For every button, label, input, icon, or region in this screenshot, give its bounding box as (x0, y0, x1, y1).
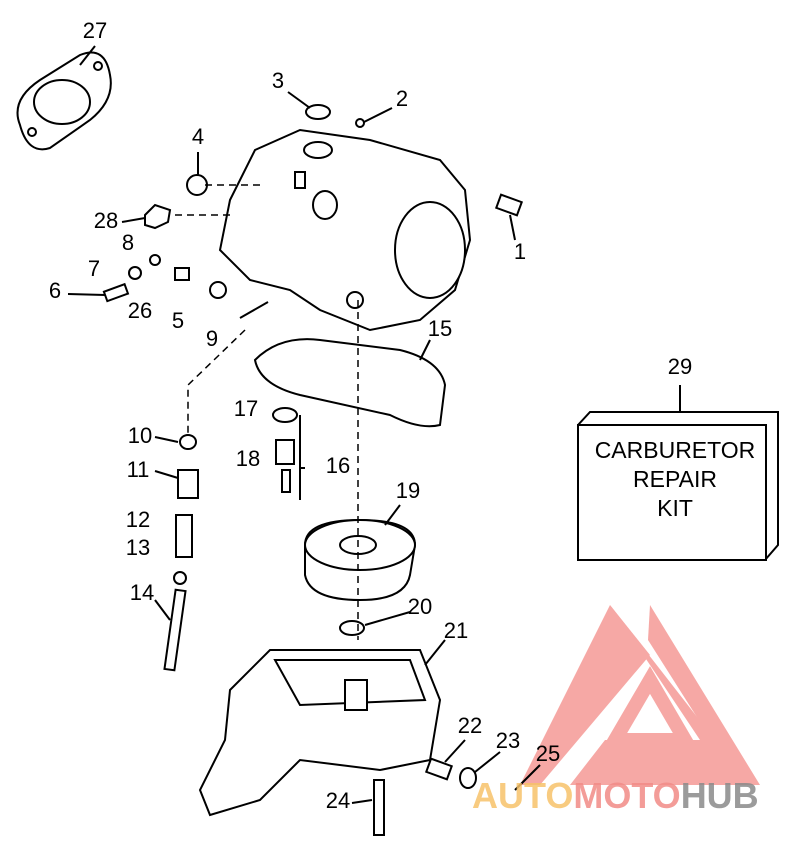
callout-25: 25 (536, 741, 560, 766)
callout-labels: 1 2 3 4 5 6 7 8 9 10 11 12 13 14 15 16 1… (49, 18, 692, 813)
callout-19: 19 (396, 478, 420, 503)
leader-lines (67, 45, 681, 804)
callout-8: 8 (122, 230, 134, 255)
part-29-repair-kit-box (577, 411, 779, 561)
callout-9: 9 (206, 326, 218, 351)
callout-20: 20 (408, 594, 432, 619)
watermark-moto: MOTO (573, 775, 680, 816)
kit-label-line-3: KIT (657, 495, 693, 521)
watermark-text: AUTOMOTOHUB (472, 775, 759, 816)
callout-2: 2 (396, 86, 408, 111)
kit-label-line-2: REPAIR (633, 466, 717, 492)
part-carburetor-body (218, 128, 472, 332)
part-27-gasket (16, 51, 112, 151)
assembly-lines (175, 184, 359, 640)
callout-27: 27 (83, 18, 107, 43)
callout-21: 21 (444, 618, 468, 643)
callout-13: 13 (126, 535, 150, 560)
callout-10: 10 (128, 423, 152, 448)
callout-5: 5 (172, 308, 184, 333)
callout-23: 23 (496, 728, 520, 753)
callout-24: 24 (326, 788, 350, 813)
callout-29: 29 (668, 354, 692, 379)
small-parts (102, 104, 524, 836)
kit-label-line-1: CARBURETOR (595, 437, 756, 463)
part-21-float-bowl (198, 649, 442, 817)
watermark-hub: HUB (681, 775, 759, 816)
callout-7: 7 (88, 256, 100, 281)
callout-22: 22 (458, 713, 482, 738)
callout-18: 18 (236, 446, 260, 471)
part-19-float (304, 518, 417, 602)
callout-1: 1 (514, 239, 526, 264)
callout-4: 4 (192, 124, 204, 149)
callout-15: 15 (428, 316, 452, 341)
callout-12: 12 (126, 507, 150, 532)
callout-26: 26 (128, 298, 152, 323)
callout-11: 11 (127, 457, 150, 482)
callout-16: 16 (326, 453, 350, 478)
watermark-logo (520, 605, 760, 785)
watermark-auto: AUTO (472, 775, 573, 816)
callout-14: 14 (130, 580, 154, 605)
callout-28: 28 (94, 208, 118, 233)
kit-label: CARBURETOR REPAIR KIT (595, 437, 756, 521)
callout-17: 17 (234, 396, 258, 421)
part-15-gasket (253, 338, 447, 428)
callout-3: 3 (272, 68, 284, 93)
callout-6: 6 (49, 278, 61, 303)
